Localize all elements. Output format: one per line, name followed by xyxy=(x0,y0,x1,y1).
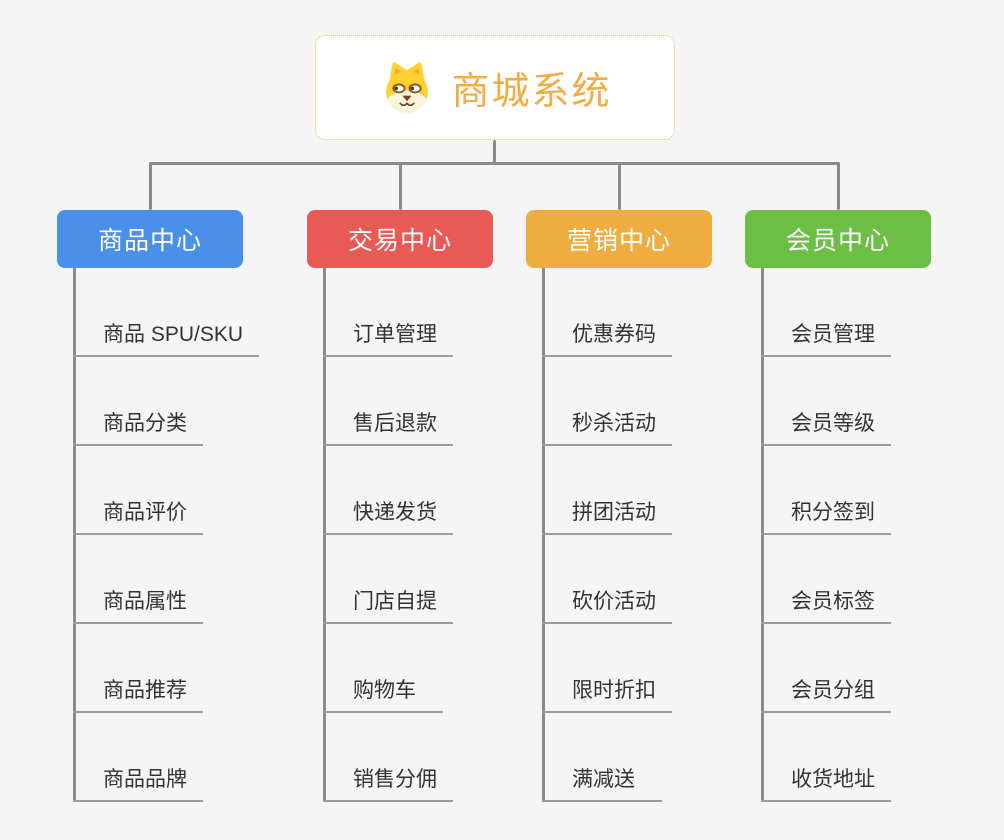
child-item[interactable]: 会员标签 xyxy=(761,535,891,624)
branch-node[interactable]: 会员中心 xyxy=(745,210,931,268)
root-title: 商城系统 xyxy=(451,71,612,113)
child-item[interactable]: 拼团活动 xyxy=(542,446,672,535)
child-item[interactable]: 优惠券码 xyxy=(542,268,672,357)
branch-children: 会员管理会员等级积分签到会员标签会员分组收货地址 xyxy=(761,268,931,802)
child-item[interactable]: 收货地址 xyxy=(761,713,891,802)
branch-4: 会员中心会员管理会员等级积分签到会员标签会员分组收货地址 xyxy=(745,210,931,802)
branch-2: 交易中心订单管理售后退款快递发货门店自提购物车销售分佣 xyxy=(307,210,493,802)
child-item[interactable]: 售后退款 xyxy=(323,357,453,446)
branch-children: 优惠券码秒杀活动拼团活动砍价活动限时折扣满减送 xyxy=(542,268,712,802)
child-item[interactable]: 商品品牌 xyxy=(73,713,203,802)
connector-line xyxy=(617,162,621,210)
connector-line xyxy=(398,162,402,210)
child-item[interactable]: 会员等级 xyxy=(761,357,891,446)
root-node[interactable]: 商城系统 xyxy=(315,35,675,140)
branch-node[interactable]: 商品中心 xyxy=(57,210,243,268)
branch-children: 订单管理售后退款快递发货门店自提购物车销售分佣 xyxy=(323,268,493,802)
child-item[interactable]: 门店自提 xyxy=(323,535,453,624)
connector-line xyxy=(836,162,840,210)
connector-line xyxy=(73,268,76,802)
child-item[interactable]: 商品分类 xyxy=(73,357,203,446)
connector-line xyxy=(761,268,764,802)
child-item[interactable]: 会员分组 xyxy=(761,624,891,713)
child-item[interactable]: 商品推荐 xyxy=(73,624,203,713)
branch-3: 营销中心优惠券码秒杀活动拼团活动砍价活动限时折扣满减送 xyxy=(526,210,712,802)
child-item[interactable]: 砍价活动 xyxy=(542,535,672,624)
child-item[interactable]: 快递发货 xyxy=(323,446,453,535)
child-item[interactable]: 限时折扣 xyxy=(542,624,672,713)
dog-face-icon xyxy=(386,61,429,113)
connector-line xyxy=(493,140,496,165)
child-item[interactable]: 商品评价 xyxy=(73,446,203,535)
child-item[interactable]: 商品属性 xyxy=(73,535,203,624)
child-item[interactable]: 购物车 xyxy=(323,624,443,713)
child-item[interactable]: 订单管理 xyxy=(323,268,453,357)
child-item[interactable]: 秒杀活动 xyxy=(542,357,672,446)
child-item[interactable]: 销售分佣 xyxy=(323,713,453,802)
branch-node[interactable]: 交易中心 xyxy=(307,210,493,268)
connector-line xyxy=(542,268,545,802)
child-item[interactable]: 满减送 xyxy=(542,713,662,802)
child-item[interactable]: 商品 SPU/SKU xyxy=(73,268,260,357)
child-item[interactable]: 积分签到 xyxy=(761,446,891,535)
branch-node[interactable]: 营销中心 xyxy=(526,210,712,268)
connector-line xyxy=(148,162,840,165)
connector-line xyxy=(323,268,326,802)
connector-line xyxy=(148,162,152,210)
child-item[interactable]: 会员管理 xyxy=(761,268,891,357)
